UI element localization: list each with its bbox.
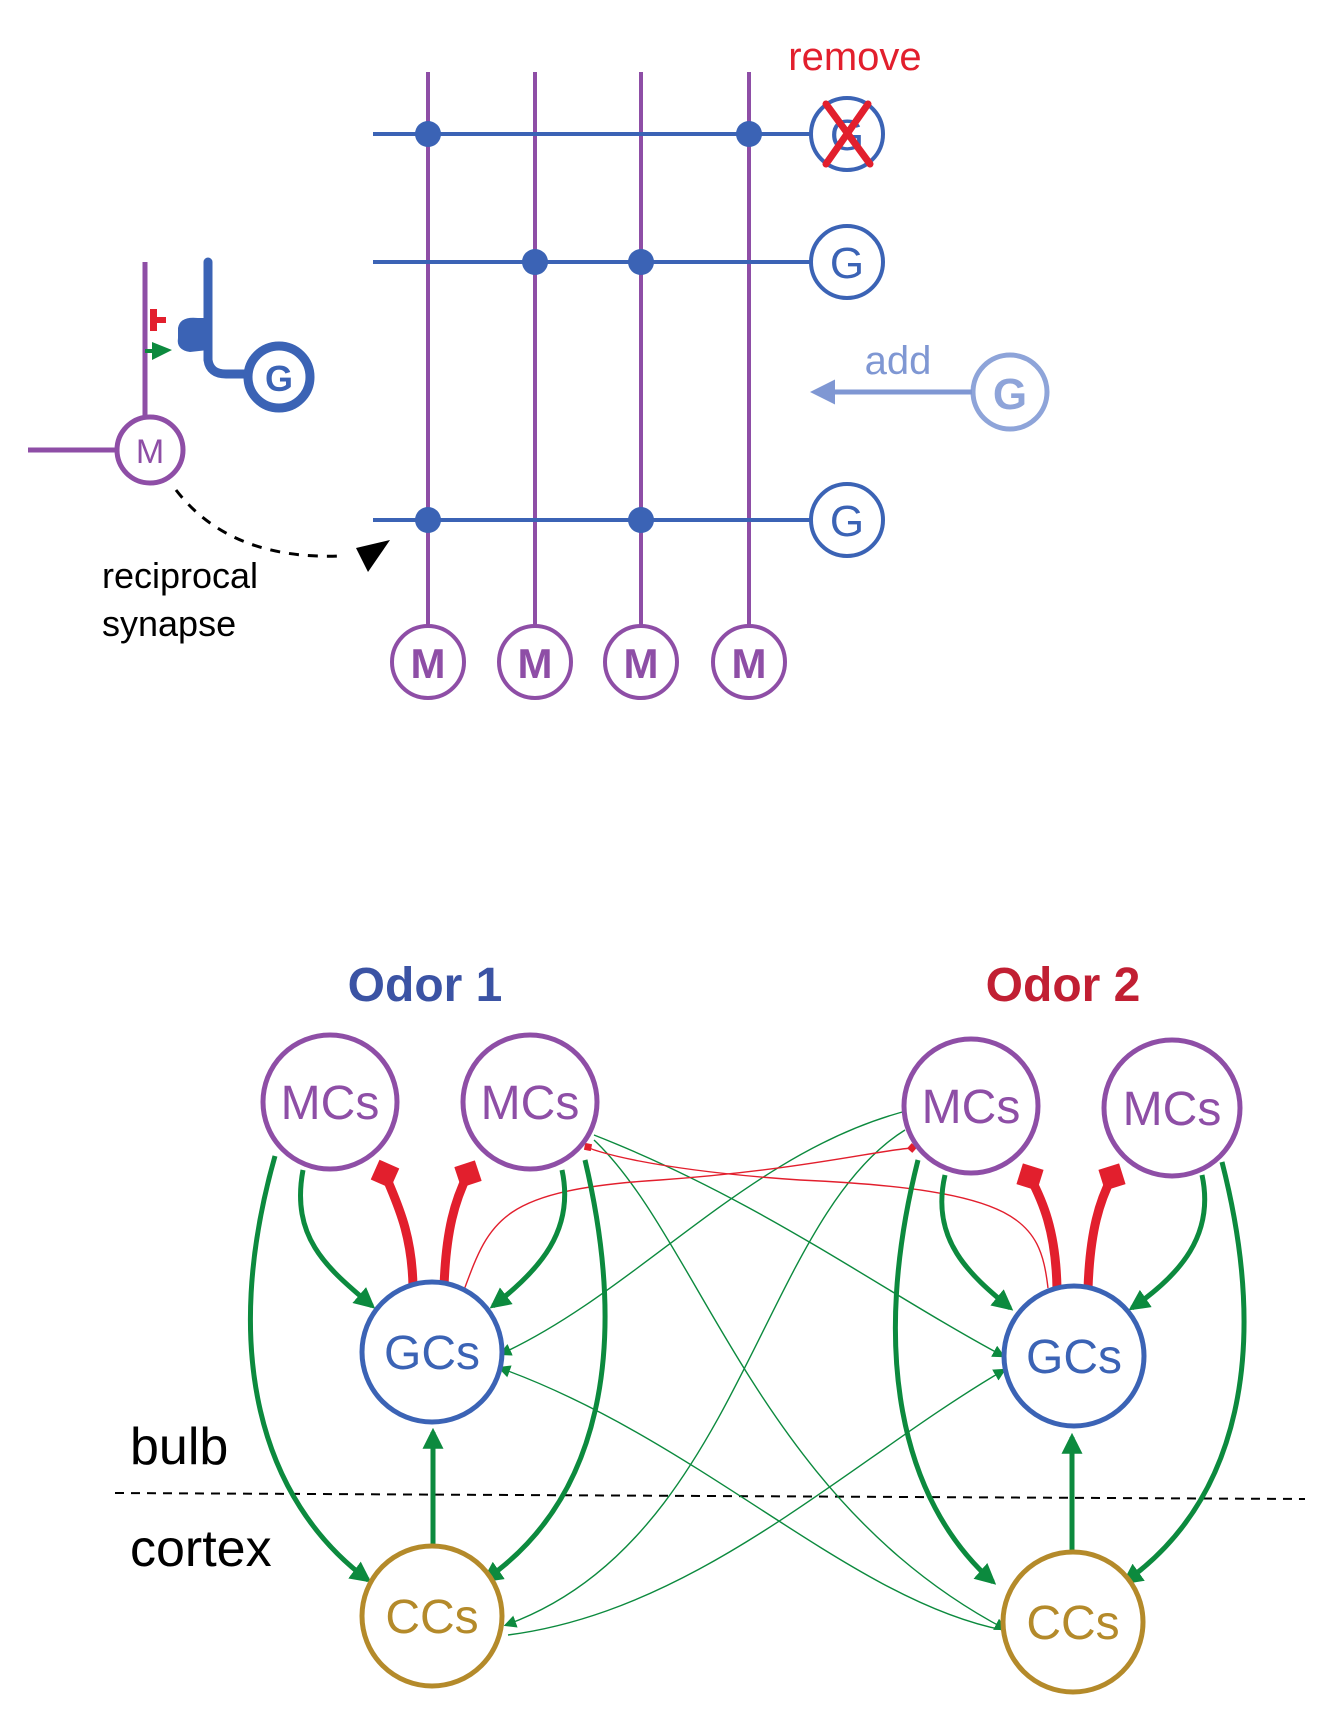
cc-label: CCs [1026, 1597, 1119, 1650]
odor2-title: Odor 2 [986, 959, 1141, 1012]
synapse-dot [415, 121, 441, 147]
cortex-label: cortex [130, 1520, 272, 1578]
odor2-mc-node: MCs [1101, 1037, 1243, 1179]
synapse-dot [628, 507, 654, 533]
granule-cell: G [809, 482, 885, 558]
svg-text:M: M [136, 433, 164, 471]
add-label: add [865, 339, 932, 383]
excitatory-synapse-icon [152, 342, 172, 360]
synapse-dot [628, 249, 654, 275]
mitral-dendrites [426, 72, 751, 628]
odor2-gc-node: GCs [1001, 1283, 1147, 1429]
reciprocal-dashed-arrow [174, 489, 341, 558]
remove-label: remove [788, 35, 921, 79]
mitral-cell-label: M [624, 640, 659, 687]
granule-cell-label: G [830, 239, 864, 288]
mitral-cell-label: M [518, 640, 553, 687]
odor1-mc-node: MCs [260, 1032, 400, 1172]
reciprocal-label-line2: synapse [102, 603, 236, 644]
odor1-title: Odor 1 [348, 959, 503, 1012]
bottom-panel: Odor 1 Odor 2 bulb cortex [114, 959, 1306, 1695]
odor1-gc-node: GCs [359, 1279, 505, 1425]
mitral-cell: M [390, 624, 466, 700]
granule-cell-removed: G [809, 96, 885, 172]
granule-cell-added: G [970, 352, 1050, 432]
synapse-dot [522, 249, 548, 275]
synapse-dot [415, 507, 441, 533]
granule-dendrites [373, 132, 810, 522]
bulb-cortex-divider [114, 1492, 1306, 1500]
gc-label: GCs [1026, 1331, 1122, 1384]
top-panel: G remove G G G add M M [28, 35, 1050, 700]
cc-label: CCs [385, 1591, 478, 1644]
svg-text:G: G [265, 358, 293, 399]
reciprocal-label-line1: reciprocal [102, 555, 258, 596]
mc-label: MCs [281, 1077, 380, 1130]
mc-label: MCs [481, 1077, 580, 1130]
bulb-label: bulb [130, 1418, 228, 1476]
mitral-cell-label: M [411, 640, 446, 687]
cross-odor-connections [463, 1109, 1049, 1636]
inset-granule-cell: G [243, 341, 315, 413]
odor2-mc-node: MCs [901, 1036, 1041, 1176]
mc-label: MCs [1123, 1083, 1222, 1136]
granule-cell-label: G [830, 497, 864, 546]
mitral-cell: M [497, 624, 573, 700]
synapse-dots [415, 121, 762, 533]
granule-cell: G [809, 224, 885, 300]
mc-label: MCs [922, 1081, 1021, 1134]
mitral-cell: M [711, 624, 787, 700]
odor1-mc-node: MCs [460, 1032, 600, 1172]
odor1-cc-node: CCs [359, 1543, 505, 1689]
inset-mitral-cell: M [114, 414, 186, 486]
granule-cell-label: G [993, 370, 1027, 419]
gc-label: GCs [384, 1327, 480, 1380]
odor1-connections [247, 1155, 608, 1583]
mitral-cell-label: M [732, 640, 767, 687]
odor2-connections [892, 1159, 1247, 1585]
mitral-cell: M [603, 624, 679, 700]
reciprocal-synapse-inset: G M reciprocal synapse [28, 257, 390, 644]
remove-x-icon [822, 100, 874, 168]
synapse-dot [736, 121, 762, 147]
odor2-cc-node: CCs [1000, 1549, 1146, 1695]
